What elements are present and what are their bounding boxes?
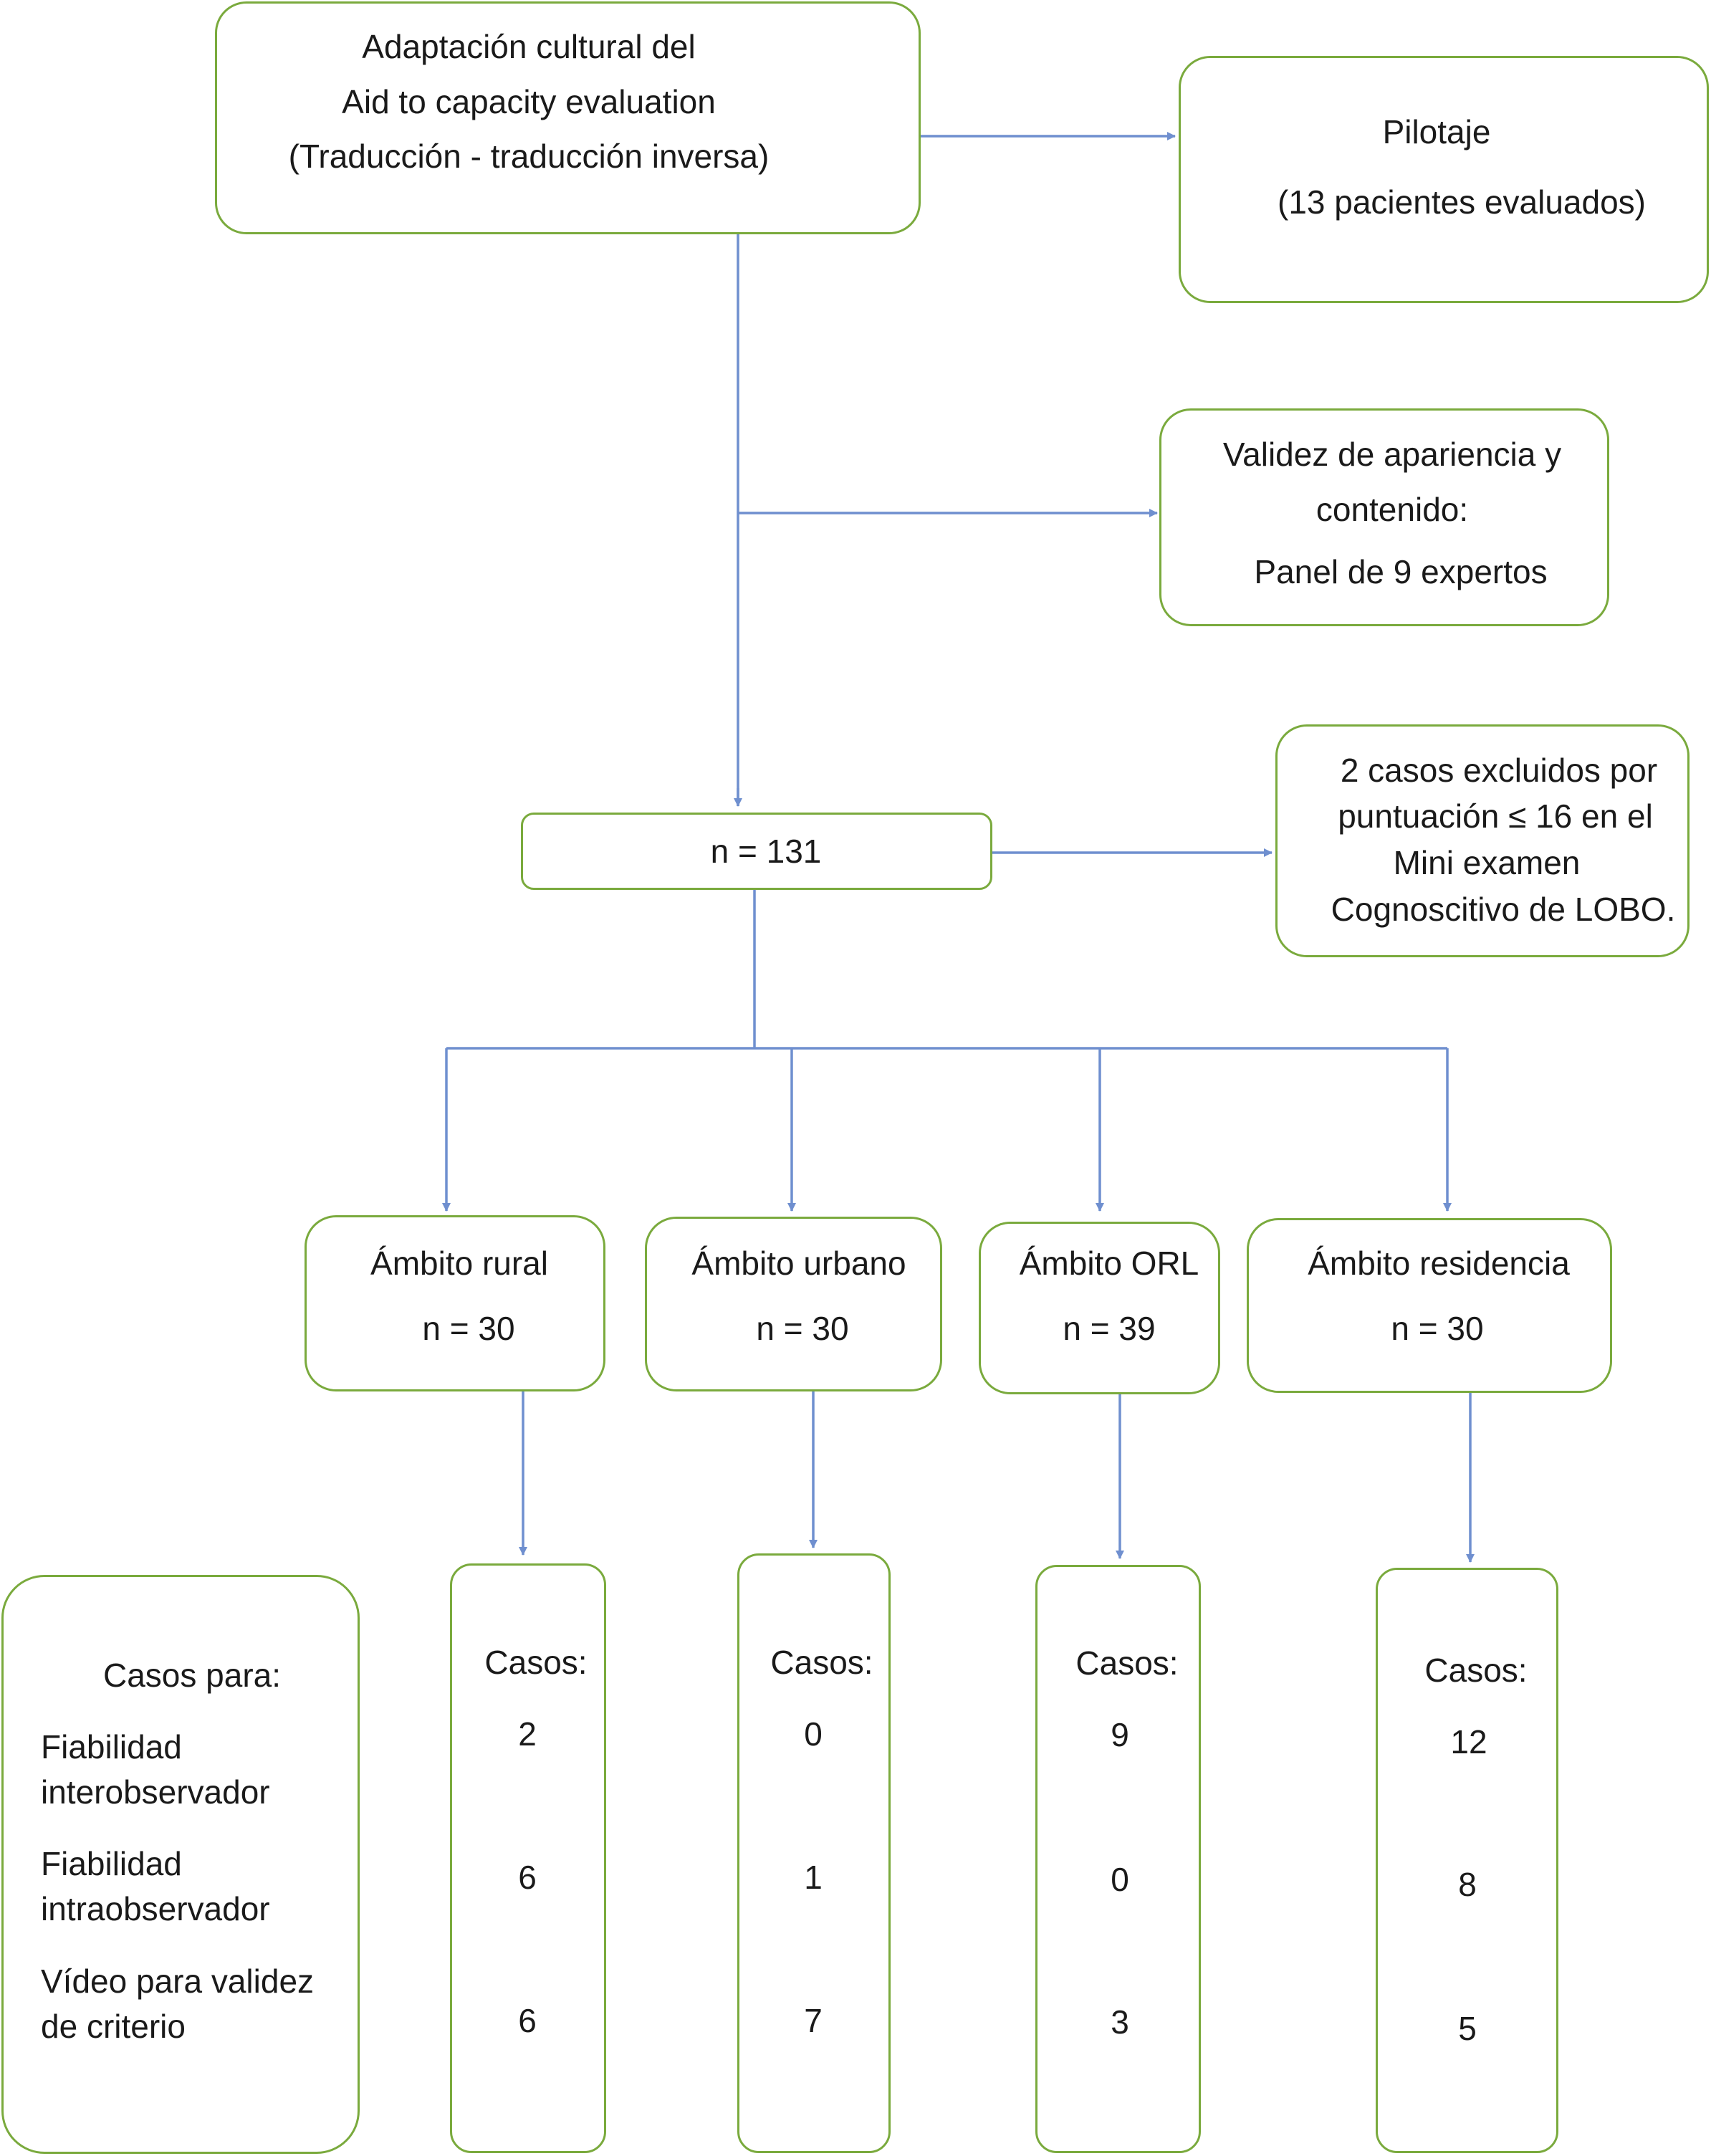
pilot-detail: (13 pacientes evaluados): [1278, 183, 1646, 221]
setting-urban-name: Ámbito urbano: [691, 1245, 906, 1282]
cases-residence-label: Casos:: [1424, 1652, 1528, 1689]
cases-rural-label: Casos:: [484, 1644, 588, 1681]
legend-row3-line2: de criterio: [41, 2008, 186, 2045]
cases-residence-video: 5: [1458, 2010, 1477, 2047]
cases-residence-intra: 8: [1458, 1866, 1477, 1903]
legend-row3-line1: Vídeo para validez: [41, 1963, 315, 2000]
setting-urban-n: n = 30: [756, 1310, 849, 1347]
cases-box-orl: [1035, 1565, 1201, 2153]
legend-row2-line2: intraobservador: [41, 1890, 270, 1927]
cases-orl-inter: 9: [1111, 1716, 1129, 1753]
excluded-line3: Mini examen: [1393, 844, 1581, 881]
legend-row1-line2: interobservador: [41, 1773, 270, 1811]
sample-label: n = 131: [710, 833, 822, 870]
setting-box-residence: [1247, 1218, 1612, 1393]
legend-title: Casos para:: [102, 1657, 282, 1694]
cases-orl-label: Casos:: [1075, 1644, 1179, 1682]
setting-orl-name: Ámbito ORL: [1019, 1245, 1199, 1282]
legend-box: [1, 1575, 360, 2154]
cases-box-urban: [737, 1553, 891, 2153]
adaptation-box: [215, 1, 921, 234]
cases-rural-intra: 6: [518, 1859, 537, 1896]
validity-line2: contenido:: [1315, 491, 1469, 528]
cases-rural-video: 6: [518, 2002, 537, 2039]
pilot-box: [1179, 56, 1709, 303]
excluded-box: [1275, 724, 1690, 957]
cases-rural-inter: 2: [518, 1715, 537, 1753]
cases-urban-video: 7: [804, 2002, 823, 2039]
sample-box: [521, 813, 992, 890]
setting-rural-name: Ámbito rural: [370, 1245, 548, 1282]
pilot-title: Pilotaje: [1382, 113, 1491, 150]
setting-rural-n: n = 30: [422, 1310, 515, 1347]
cases-orl-video: 3: [1111, 2003, 1129, 2041]
legend-row1-line1: Fiabilidad: [41, 1728, 182, 1765]
setting-box-orl: [979, 1222, 1220, 1394]
cases-urban-intra: 1: [804, 1859, 823, 1896]
adaptation-line1: Adaptación cultural del: [362, 28, 696, 65]
setting-residence-n: n = 30: [1391, 1310, 1484, 1347]
setting-residence-name: Ámbito residencia: [1308, 1245, 1570, 1282]
validity-line3: Panel de 9 expertos: [1254, 553, 1548, 590]
setting-box-urban: [645, 1217, 942, 1391]
adaptation-line3: (Traducción - traducción inversa): [288, 138, 770, 175]
setting-orl-n: n = 39: [1063, 1310, 1156, 1347]
excluded-line1: 2 casos excluidos por: [1340, 752, 1658, 789]
cases-urban-label: Casos:: [770, 1644, 873, 1681]
cases-urban-inter: 0: [804, 1715, 823, 1753]
cases-residence-inter: 12: [1450, 1723, 1487, 1760]
excluded-line4: Cognoscitivo de LOBO.: [1331, 891, 1676, 928]
cases-box-residence: [1376, 1568, 1558, 2153]
validity-line1: Validez de apariencia y: [1222, 436, 1562, 473]
legend-row2-line1: Fiabilidad: [41, 1845, 182, 1882]
cases-orl-intra: 0: [1111, 1861, 1129, 1898]
setting-box-rural: [305, 1215, 605, 1391]
cases-box-rural: [450, 1563, 606, 2153]
adaptation-line2: Aid to capacity evaluation: [342, 83, 716, 120]
validity-box: [1159, 408, 1609, 626]
excluded-line2: puntuación ≤ 16 en el: [1338, 797, 1653, 835]
